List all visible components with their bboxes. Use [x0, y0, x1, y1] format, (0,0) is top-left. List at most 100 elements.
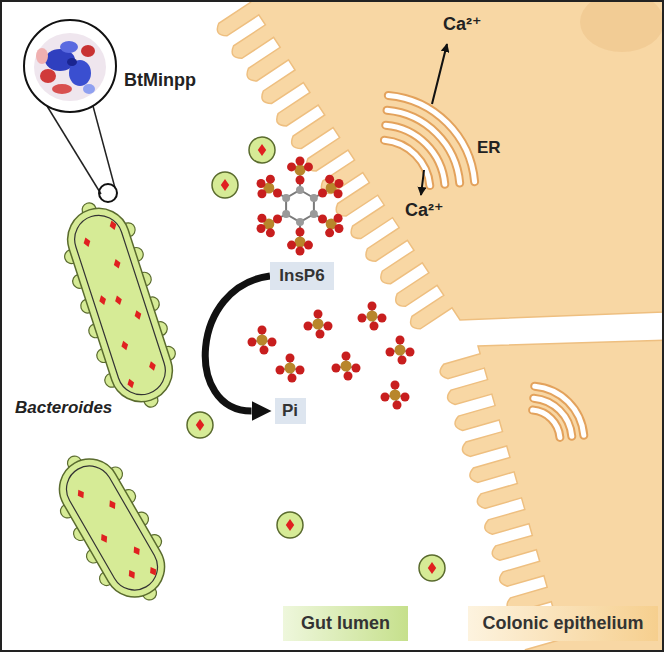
node-text: Pi	[282, 401, 298, 421]
oxygen-atom	[257, 224, 266, 233]
oxygen-atom	[396, 336, 405, 345]
minpp-enzyme	[107, 499, 118, 511]
conversion-arrow	[205, 276, 270, 411]
compound-box: InsP6	[270, 262, 334, 290]
carbon-atom	[282, 194, 290, 202]
minpp-enzyme	[126, 378, 136, 390]
calcium-arrow	[421, 170, 424, 195]
phosphate	[358, 302, 387, 331]
calcium-release-arrows	[421, 44, 447, 195]
organism-label: Bacteroides	[12, 398, 115, 418]
inner-membrane	[58, 458, 166, 599]
oxygen-atom	[370, 322, 379, 331]
vesicle	[277, 512, 303, 538]
phosphate	[304, 310, 333, 339]
phosphorus-atom	[367, 311, 378, 322]
oxygen-atom	[287, 162, 296, 171]
phosphate	[276, 354, 305, 383]
oxygen-atom	[344, 372, 353, 381]
oxygen-atom	[258, 326, 267, 335]
phytate-molecule	[257, 157, 344, 256]
minpp-enzyme	[114, 294, 124, 306]
oxygen-atom	[368, 302, 377, 311]
protein-surface	[60, 41, 78, 53]
endoplasmic-reticulum	[384, 95, 583, 437]
minpp-enzyme	[221, 179, 229, 191]
oxygen-atom	[386, 348, 395, 357]
organelle-label: ER	[477, 138, 501, 158]
phosphorus-atom	[341, 361, 352, 372]
oxygen-atom	[296, 247, 305, 256]
calcium-arrow	[432, 44, 447, 104]
vesicle-membrane	[187, 412, 213, 438]
phosphorus-atom	[390, 390, 401, 401]
region-box: Colonic epithelium	[468, 606, 658, 641]
oxygen-atom	[296, 366, 305, 375]
oxygen-atom	[257, 189, 266, 198]
vesicle-membrane	[277, 512, 303, 538]
protein-surface	[67, 58, 77, 66]
oxygen-atom	[276, 366, 285, 375]
protein-surface	[52, 84, 72, 94]
vesicle-membrane	[419, 555, 445, 581]
oxygen-atom	[378, 314, 387, 323]
minpp-enzyme	[131, 545, 142, 557]
phosphate	[386, 336, 415, 365]
leader-line	[47, 106, 101, 194]
minpp-enzyme	[196, 419, 204, 431]
vesicle	[249, 137, 275, 163]
vesicle	[419, 555, 445, 581]
compound-box: Pi	[275, 398, 306, 424]
outer-membrane-vesicles	[187, 137, 445, 581]
minpp-enzyme	[148, 360, 158, 372]
er-membrane	[535, 386, 584, 435]
vesicle	[187, 412, 213, 438]
oxygen-atom	[304, 241, 313, 250]
oxygen-atom	[332, 364, 341, 373]
oxygen-atom	[393, 401, 402, 410]
colon-cell	[440, 340, 664, 652]
oxygen-atom	[318, 189, 327, 198]
er-membrane	[533, 410, 560, 437]
oxygen-atom	[296, 157, 305, 166]
oxygen-atom	[260, 346, 269, 355]
ion-label: Ca²⁺	[405, 200, 444, 221]
node-text: Colonic epithelium	[482, 613, 643, 634]
carbon-atom	[296, 218, 304, 226]
ion-label: Ca²⁺	[443, 14, 482, 35]
oxygen-atom	[286, 354, 295, 363]
oxygen-atom	[318, 215, 327, 224]
phosphorus-atom	[257, 335, 268, 346]
oxygen-atom	[352, 364, 361, 373]
region-box: Gut lumen	[283, 606, 408, 641]
er-lumen	[533, 410, 560, 437]
minpp-enzyme	[82, 236, 92, 248]
minpp-enzyme	[108, 219, 118, 231]
minpp-enzyme	[133, 309, 143, 321]
protein-inset	[24, 20, 117, 202]
oxygen-atom	[257, 179, 266, 188]
phosphorus-atom	[295, 165, 306, 176]
minpp-enzyme	[286, 519, 294, 531]
oxygen-atom	[273, 189, 282, 198]
oxygen-atom	[381, 393, 390, 402]
oxygen-atom	[304, 322, 313, 331]
minpp-enzyme	[428, 562, 436, 574]
carbon-atom	[310, 194, 318, 202]
bacterium	[39, 438, 185, 617]
carbon-ring	[286, 190, 314, 222]
oxygen-atom	[391, 381, 400, 390]
carbon-atom	[296, 186, 304, 194]
oxygen-atom	[406, 348, 415, 357]
er-membrane	[388, 95, 474, 181]
oxygen-atom	[334, 179, 343, 188]
oxygen-atom	[334, 189, 343, 198]
oxygen-atom	[334, 224, 343, 233]
epithelial-cells	[217, 0, 664, 652]
zoom-circle	[99, 184, 117, 202]
oxygen-atom	[324, 322, 333, 331]
oxygen-atom	[325, 175, 334, 184]
carbon-atom	[282, 210, 290, 218]
oxygen-atom	[314, 310, 323, 319]
